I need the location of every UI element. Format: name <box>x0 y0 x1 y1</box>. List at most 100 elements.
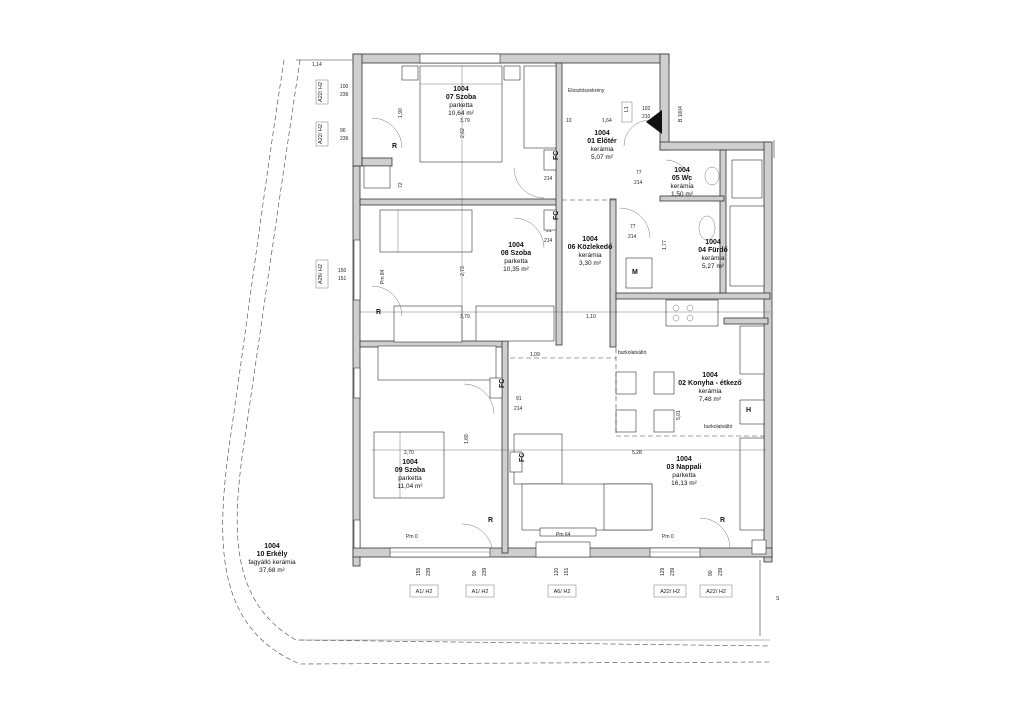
room-area: 37,68 m² <box>259 567 285 574</box>
dimension: 77 <box>636 170 642 176</box>
dimension: 239 <box>482 567 488 576</box>
window-tag: A1/ H2 <box>416 589 433 595</box>
dimension: 90 <box>340 128 346 134</box>
room-floor: parketta <box>449 102 473 109</box>
room-name: 10 Erkély <box>257 551 288 558</box>
room-area: 3,30 m² <box>579 260 602 267</box>
interior-walls <box>359 62 771 554</box>
dimension: 239 <box>718 567 724 576</box>
dimension: 72 <box>398 182 404 188</box>
fc-label: FC <box>519 453 526 462</box>
dimensions: 100 239 90 239 150 151 3,79 3,79 2,62 2,… <box>338 84 724 576</box>
room-floor: kerámia <box>670 183 694 190</box>
window-tag: A6/ H2 <box>554 589 571 595</box>
r-markers: R R R R <box>376 143 725 524</box>
dimension: 5,01 <box>676 410 682 420</box>
r-label: R <box>376 309 381 316</box>
l1-label: L1 <box>624 106 630 112</box>
room-separators <box>360 66 770 451</box>
dimension: 214 <box>544 238 553 244</box>
room-name: 03 Nappali <box>666 464 701 471</box>
room-floor: parketta <box>504 258 528 265</box>
room-number: 1004 <box>453 86 469 93</box>
tile-transition-label: burkolatváltó <box>704 424 733 430</box>
pm-label: Pm 0 <box>406 534 418 540</box>
room-name: 07 Szoba <box>446 94 476 101</box>
room-number: 1004 <box>705 239 721 246</box>
dimension: 129 <box>660 567 666 576</box>
room-number: 1004 <box>676 456 692 463</box>
room-name: 08 Szoba <box>501 250 531 257</box>
dimension: 1,77 <box>662 240 668 250</box>
m-label: M <box>632 269 638 276</box>
room-label-09: 1004 09 Szoba parketta 11,04 m² <box>395 459 425 490</box>
furniture <box>363 65 765 537</box>
dimension: 2,73 <box>460 266 466 276</box>
dimension: 120 <box>554 567 560 576</box>
dimension: 239 <box>340 92 349 98</box>
dimension: 210 <box>642 114 651 120</box>
room-floor: parketta <box>672 472 696 479</box>
dimension: 2,70 <box>404 450 414 456</box>
room-name: 02 Konyha - étkező <box>678 380 741 387</box>
room-floor: kerámia <box>590 146 614 153</box>
door-swings <box>371 117 731 549</box>
dimension: 5,28 <box>632 450 642 456</box>
dimension: 1,68 <box>464 434 470 444</box>
room-area: 1,50 m² <box>671 191 694 198</box>
dimension: 239 <box>340 136 349 142</box>
h-label: H <box>746 407 751 414</box>
room-label-02: 1004 02 Konyha - étkező kerámia 7,48 m² <box>678 372 741 403</box>
room-area: 16,13 m² <box>671 480 697 487</box>
r-label: R <box>720 517 725 524</box>
r-label: R <box>392 143 397 150</box>
pm-label: Pm 64 <box>556 532 571 538</box>
fc-label: FC <box>553 211 560 220</box>
dimension: 3,79 <box>460 118 470 124</box>
s-label: S <box>776 596 780 602</box>
misc-labels: M H Pm 0 Pm 0 Pm 64 Pm 84 Elosztószekrén… <box>380 88 780 602</box>
room-floor: fagyálló kerámia <box>248 559 296 566</box>
dimension: 100 <box>340 84 349 90</box>
room-label-04: 1004 04 Fürdő kerámia 5,27 m² <box>698 239 728 270</box>
room-label-05: 1004 05 Wc kerámia 1,50 m² <box>670 167 694 198</box>
room-floor: kerámia <box>701 255 725 262</box>
room-area: 11,04 m² <box>397 483 423 490</box>
fc-label: FC <box>499 379 506 388</box>
room-number: 1004 <box>674 167 690 174</box>
dimension: 90 <box>472 570 478 576</box>
room-area: 5,07 m² <box>591 154 614 161</box>
dimension: 1,09 <box>530 352 540 358</box>
section-marker: B 1004 <box>646 106 684 134</box>
dimension: 214 <box>544 176 553 182</box>
room-number: 1004 <box>702 372 718 379</box>
room-floor: parketta <box>398 475 422 482</box>
fc-label: FC <box>553 151 560 160</box>
dimension: 214 <box>634 180 643 186</box>
window-tag: A22/ H2 <box>318 124 324 144</box>
room-number: 1004 <box>594 130 610 137</box>
windows <box>353 53 767 558</box>
room-area: 10,64 m² <box>448 110 474 117</box>
dimension: 10 <box>566 118 572 124</box>
r-label: R <box>488 517 493 524</box>
dimension: 150 <box>338 268 347 274</box>
dimension: 90 <box>708 570 714 576</box>
room-number: 1004 <box>582 236 598 243</box>
window-tag: A22/ H2 <box>318 82 324 102</box>
room-name: 04 Fürdő <box>698 247 728 254</box>
dimension: 77 <box>630 224 636 230</box>
dimension: 151 <box>564 567 570 576</box>
dimension: 3,79 <box>460 314 470 320</box>
room-floor: kerámia <box>578 252 602 259</box>
room-name: 05 Wc <box>672 175 692 182</box>
room-name: 09 Szoba <box>395 467 425 474</box>
window-tag: A26/ H2 <box>318 264 324 284</box>
balcony-outline <box>222 59 771 665</box>
dimension: 102 <box>642 106 651 112</box>
dimension: 151 <box>338 276 347 282</box>
dimension: 214 <box>628 234 637 240</box>
dimension: 239 <box>670 567 676 576</box>
room-name: 01 Előtér <box>587 138 617 145</box>
pm-label: Pm 0 <box>662 534 674 540</box>
